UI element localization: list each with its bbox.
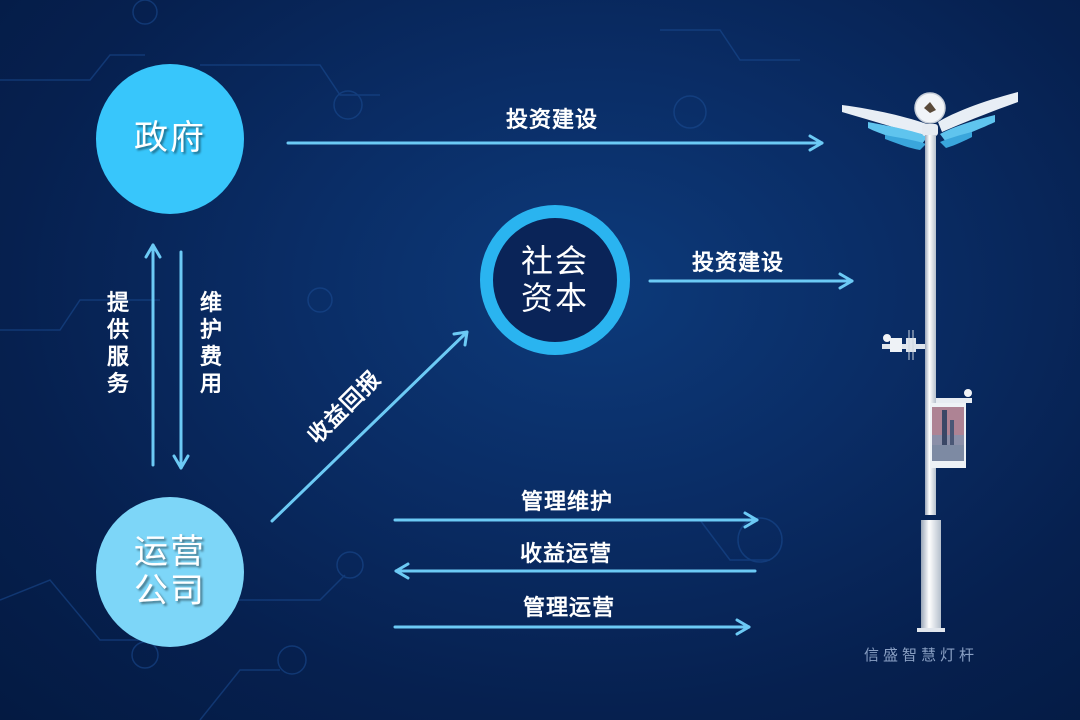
node-operating-company: 运营 公司 [96,497,244,647]
arrow-op-to-gov [144,243,162,467]
node-operating-company-label-line1: 运营 [134,531,206,572]
edge-label-maintenance-fee: 维护费用 [199,291,222,397]
camera-sensor-icon [882,330,925,360]
edge-label-provide-service: 提供服务 [106,291,129,397]
arrow-gov-to-op [172,250,190,470]
lamp-head-icon [842,92,1018,150]
node-government-label: 政府 [134,118,206,159]
edge-label-manage-operate: 管理运营 [523,596,616,621]
led-display-panel [930,389,972,468]
arrow-manage-operate [393,618,751,636]
edge-label-gov-invest: 投资建设 [506,108,599,133]
arrow-manage-maintain [393,511,759,529]
node-social-capital: 社会 资本 [480,205,630,355]
edge-label-capital-invest: 投资建设 [692,251,785,276]
pole-base [921,520,941,630]
edge-label-manage-maintain: 管理维护 [521,490,614,515]
node-government: 政府 [96,64,244,214]
arrow-revenue-ops [394,562,757,580]
arrow-gov-to-pole [286,134,824,152]
arrow-capital-to-pole [648,272,854,290]
brand-caption: 信盛智慧灯杆 [864,646,979,664]
smart-lamp-pole-image [842,92,1018,632]
arrow-op-to-capital [270,330,469,523]
node-operating-company-label-line2: 公司 [134,571,206,611]
edge-label-revenue-ops: 收益运营 [520,542,613,567]
node-social-capital-label-line2: 资本 [520,279,589,317]
node-social-capital-label-line1: 社会 [520,242,589,281]
pole-shaft [925,135,936,515]
